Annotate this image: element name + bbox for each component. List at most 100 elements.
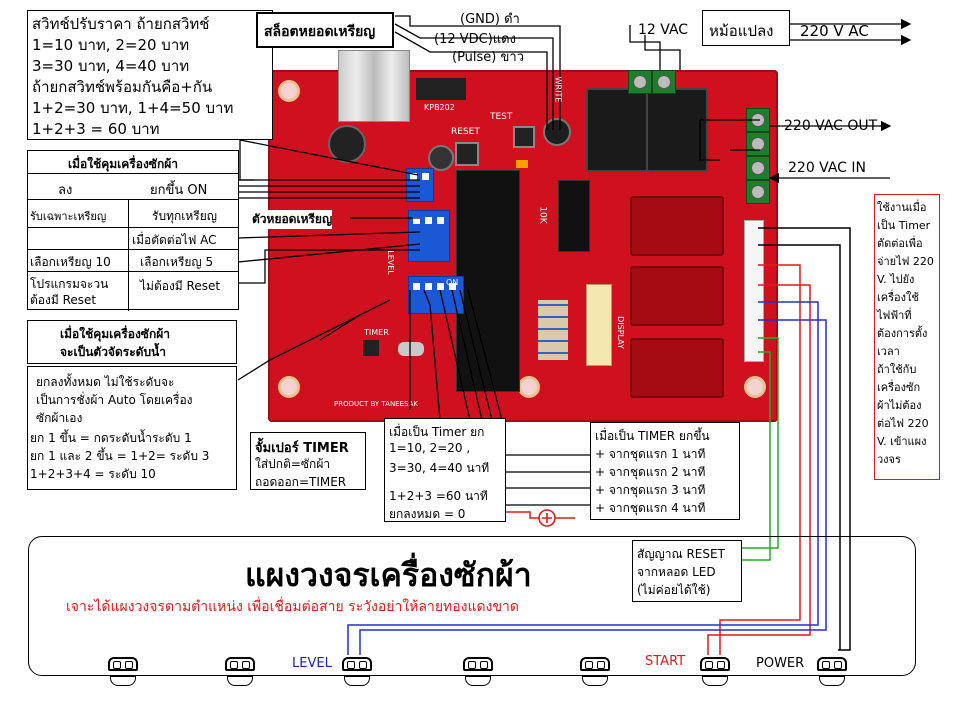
table-cell: เลือกเหรียญ 10	[30, 255, 111, 269]
wire-12v	[394, 23, 540, 39]
timer-up-line: เมื่อเป็น TIMER ยกขึ้น	[595, 429, 710, 443]
timer-note: เมื่อเป็น Timer ยก 1=10, 2=20 , 3=30, 4=…	[384, 418, 506, 522]
display-connector	[586, 284, 612, 366]
level-line: ยก 1 และ 2 ขึ้น = 1+2= ระดับ 3	[30, 449, 210, 463]
transformer-label: หม้อแปลง	[709, 22, 774, 40]
dip-on-silk: ON	[446, 278, 459, 287]
table-cell: รับทุกเหรียญ	[152, 209, 217, 223]
board-connector[interactable]	[225, 657, 255, 671]
table-cell: โปรแกรมจะวน	[30, 277, 109, 291]
level-label: LEVEL	[292, 656, 332, 671]
note-line: V. ไปยัง	[877, 273, 915, 286]
ic-chip	[558, 180, 590, 252]
note-line: เป็น Timer	[877, 219, 931, 232]
note-line: ผ้าไม่ต้อง	[877, 399, 922, 412]
level-line: เป็นการชั่งผ้า Auto โดยเครื่อง	[36, 393, 193, 407]
start-label: START	[645, 654, 686, 669]
level-line: 1+2+3+4 = ระดับ 10	[30, 467, 156, 481]
board-connector[interactable]	[580, 657, 610, 671]
note-line: 1+2=30 บาท, 1+4=50 บาท	[32, 99, 234, 117]
note-line: เวลา	[877, 345, 900, 358]
coin-slot-label: สล็อตหยอดเหรียญ	[264, 24, 376, 40]
capacitor	[428, 145, 454, 171]
pulse-label: (Pulse) ขาว	[452, 50, 524, 65]
led	[516, 160, 528, 168]
note-line: ต้องการตั้ง	[877, 327, 928, 340]
reset-button[interactable]	[455, 142, 479, 166]
note-line: ถ้าใช้กับ	[877, 363, 917, 376]
write-silk: WRITE	[553, 76, 563, 103]
timer-line: ยกลงหมด = 0	[389, 507, 466, 521]
note-line: ใช้งานเมื่อ	[877, 201, 927, 214]
level-connector[interactable]	[342, 657, 372, 671]
test-button[interactable]	[513, 126, 535, 148]
crystal	[398, 342, 424, 356]
jumper-note: จั้มเปอร์ TIMER ใส่ปกติ=ซักผ้า ถอดออก=TI…	[250, 432, 366, 490]
start-connector[interactable]	[700, 657, 730, 671]
kpb-label: KPB202	[424, 103, 455, 112]
level-line: ยก 1 ขึ้น = กดระดับน้ำระดับ 1	[30, 431, 192, 445]
timer-up-line: + จากชุดแรก 1 นาที	[595, 447, 706, 461]
table-title: เมื่อใช้คุมเครื่องซักผ้า	[68, 157, 178, 171]
terminal-block	[746, 132, 770, 156]
timer-up-line: + จากชุดแรก 2 นาที	[595, 465, 706, 479]
power-label: POWER	[756, 656, 805, 671]
terminal-block	[746, 180, 770, 204]
mount-hole	[278, 376, 300, 398]
timer-jumper[interactable]	[363, 340, 379, 356]
timer-line: 3=30, 4=40 นาที	[389, 461, 490, 475]
board-foot	[227, 676, 253, 686]
table-cell: เลือกเหรียญ 5	[140, 255, 214, 269]
price-switch-note: สวิทช์ปรับราคา ถ้ายกสวิทช์ 1=10 บาท, 2=2…	[27, 10, 273, 140]
board-connector[interactable]	[108, 657, 138, 671]
washer-board-outline	[28, 536, 916, 676]
board-foot	[344, 676, 370, 686]
note-line: V. เข้าแผง	[877, 435, 927, 448]
note-line: จ่ายไฟ 220	[877, 255, 934, 268]
table-cell: เมื่อตัดต่อไฟ AC	[132, 233, 217, 247]
jumper-line: ถอดออก=TIMER	[255, 475, 347, 489]
relay	[630, 266, 724, 326]
dip-switch-mode[interactable]	[408, 210, 450, 262]
timer-up-line: + จากชุดแรก 3 นาที	[595, 483, 706, 497]
terminal-block	[652, 70, 676, 94]
jumper-line: ใส่ปกติ=ซักผ้า	[255, 457, 331, 471]
vdc-label: (12 VDC)แดง	[434, 32, 516, 47]
test-silk: TEST	[490, 112, 513, 122]
table-cell: ไม่ต้องมี Reset	[140, 279, 221, 293]
board-foot	[819, 676, 845, 686]
level-line: ซักผ้าเอง	[36, 411, 83, 425]
relay	[586, 88, 648, 172]
washer-board-title: แผงวงจรเครื่องซักผ้า	[245, 556, 532, 594]
board-foot	[465, 676, 491, 686]
transformer-box: หม้อแปลง	[702, 10, 790, 46]
note-line: 1=10 บาท, 2=20 บาท	[32, 36, 190, 54]
table-cell: ต้องมี Reset	[30, 293, 97, 307]
mount-hole	[278, 80, 300, 102]
resistor-array	[538, 300, 568, 360]
reset-signal-line: สัญญาณ RESET	[637, 547, 725, 561]
dip-switch-level[interactable]	[408, 276, 464, 314]
power-connector[interactable]	[817, 657, 847, 671]
reset-signal-line: (ไม่ค่อยได้ใช้)	[637, 583, 711, 597]
note-line: วงจร	[877, 453, 901, 466]
vac12-label: 12 VAC	[638, 22, 689, 38]
relay	[630, 338, 724, 398]
reset-signal-line: จากหลอด LED	[637, 565, 716, 579]
level-line: ยกลงทั้งหมด ไม่ใช้ระดับจะ	[36, 375, 175, 389]
relay	[630, 196, 724, 256]
note-line: ตัดต่อเพื่อ	[877, 237, 923, 250]
washer-board-subtitle: เจาะได้แผงวงจรตามตำแหน่ง เพื่อเชื่อมต่อส…	[66, 599, 519, 615]
note-line: เครื่องซัก	[877, 381, 921, 394]
product-silk: PRODUCT BY TANEESAK	[334, 400, 418, 408]
heatsink	[338, 50, 410, 122]
reset-signal-note: สัญญาณ RESET จากหลอด LED (ไม่ค่อยได้ใช้)	[632, 540, 742, 602]
level-title: เมื่อใช้คุมเครื่องซักผ้า	[60, 327, 170, 341]
note-line: ถ้ายกสวิทช์พร้อมกันคือ+กัน	[32, 78, 213, 96]
controller-pcb: KPB202 RESET TEST 10K ON LEVEL TIMER DIS…	[268, 50, 778, 422]
board-foot	[702, 676, 728, 686]
timer-line: 1+2+3 =60 นาที	[389, 489, 488, 503]
coin-mechanism-label: ตัวหยอดเหรียญ	[252, 210, 333, 229]
board-connector[interactable]	[463, 657, 493, 671]
terminal-block	[628, 70, 652, 94]
